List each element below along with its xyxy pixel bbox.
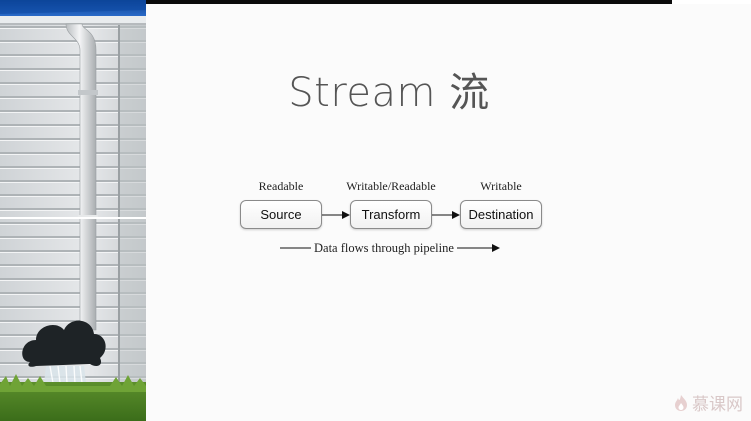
watermark-text: 慕课网 (692, 395, 743, 415)
source-node: Source (240, 200, 322, 229)
watermark: 慕课网 (673, 390, 743, 415)
flame-logo-icon (675, 394, 687, 411)
slide-title: Stream 流 (288, 70, 490, 116)
destination-role-label: Writable (480, 179, 522, 193)
source-role-label: Readable (258, 179, 304, 193)
roof (0, 0, 146, 25)
transform-role-label: Writable/Readable (346, 179, 436, 193)
white-guide-line (0, 217, 146, 219)
transform-node: Transform (350, 200, 432, 229)
cloud (22, 320, 106, 367)
drainpipe-illustration (0, 0, 146, 421)
destination-node: Destination (460, 200, 542, 229)
flow-label: Data flows through pipeline (311, 241, 457, 256)
top-frame-edge (0, 0, 672, 4)
grass (0, 374, 146, 421)
